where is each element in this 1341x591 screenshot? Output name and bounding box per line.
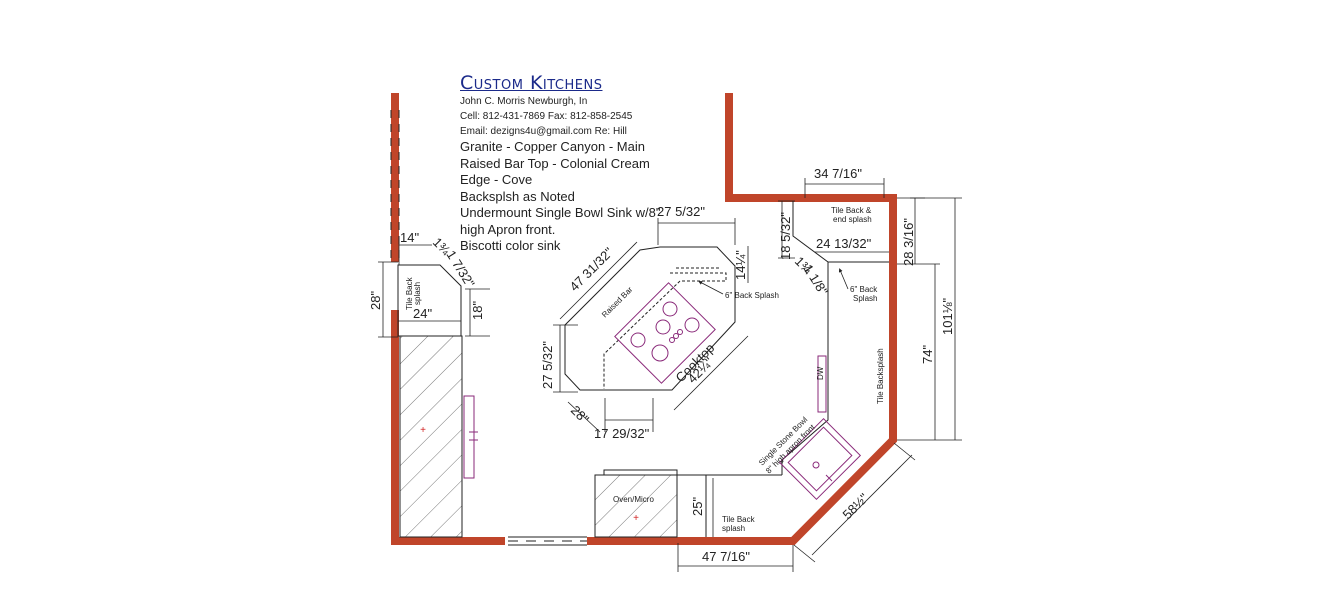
label-back-splash-6-right-2: Splash — [853, 294, 877, 303]
dim-14: 14" — [400, 230, 419, 245]
label-oven: Oven/Micro — [613, 495, 654, 504]
note-line: Granite - Copper Canyon - Main — [460, 139, 645, 154]
walls — [391, 93, 897, 545]
bottom-wall — [587, 93, 897, 545]
dim-25: 25" — [690, 497, 705, 516]
dim-14-1-4: 14¼" — [733, 250, 748, 280]
dimension-lines — [378, 178, 962, 572]
label-tile-back-end-1: Tile Back & — [831, 206, 872, 215]
label-tile-back-left-1: Tile Back — [405, 276, 414, 310]
left-bottom-wall — [391, 310, 505, 545]
label-back-splash-6-right-1: 6" Back — [850, 285, 878, 294]
dim-28-left: 28" — [368, 291, 383, 310]
door-opening — [390, 110, 587, 546]
label-raised-bar: Raised Bar — [600, 285, 635, 320]
label-tile-back-bottom-2: splash — [722, 524, 745, 533]
dim-18-5-32: 18 5/32" — [778, 212, 793, 260]
contact-email: Email: dezigns4u@gmail.com Re: Hill — [460, 126, 627, 137]
company-title: Custom Kitchens — [460, 72, 603, 94]
label-tile-back-bottom-1: Tile Back — [722, 515, 756, 524]
note-line: Biscotti color sink — [460, 238, 561, 253]
dim-24-13-32: 24 13/32" — [816, 236, 872, 251]
dim-58-1-2: 58½" — [840, 490, 872, 522]
left-counter: + — [397, 264, 478, 538]
dim-1-1-8: 1 1/8" — [800, 262, 831, 299]
dim-101-1-8: 101⅛" — [940, 297, 955, 335]
label-back-splash-6-left: 6" Back Splash — [725, 291, 779, 300]
label-tile-back-end-2: end splash — [833, 215, 872, 224]
note-line: Backsplsh as Noted — [460, 188, 575, 204]
dim-17-29-32: 17 29/32" — [594, 426, 650, 441]
title-block: Custom Kitchens John C. Morris Newburgh,… — [460, 72, 660, 255]
dim-28-bottom: 28" — [568, 403, 592, 427]
sink — [778, 417, 862, 501]
note-line: Undermount Single Bowl Sink w/8" — [460, 205, 661, 220]
cross-mark-oven: + — [633, 513, 639, 524]
note-line: Edge - Cove — [460, 172, 533, 187]
label-dw: DW — [816, 366, 825, 380]
note-line: high Apron front. — [460, 221, 556, 237]
label-tile-back-left-2: splash — [413, 282, 422, 305]
dim-27-5-32-top: 27 5/32" — [657, 204, 705, 219]
bottom-counter — [594, 469, 782, 538]
dim-74: 74" — [920, 345, 935, 364]
dim-27-5-32-left: 27 5/32" — [540, 341, 555, 389]
dim-34-7-16: 34 7/16" — [814, 166, 862, 181]
right-counter — [781, 201, 889, 475]
dim-18: 18" — [470, 301, 485, 320]
note-line: Raised Bar Top - Colonial Cream — [460, 155, 650, 171]
leader-arrows — [698, 268, 849, 295]
dim-24: 24" — [413, 306, 432, 321]
dim-28-3-16: 28 3/16" — [901, 218, 916, 266]
contact-phone: Cell: 812-431-7869 Fax: 812-858-2545 — [460, 111, 633, 122]
dim-47-7-16: 47 7/16" — [702, 549, 750, 564]
contact-name: John C. Morris Newburgh, In — [460, 96, 588, 107]
cross-mark-left: + — [420, 425, 426, 436]
island — [564, 246, 736, 391]
label-tile-backsplash-right: Tile Backsplash — [876, 348, 885, 404]
cooktop-burners — [630, 301, 700, 362]
